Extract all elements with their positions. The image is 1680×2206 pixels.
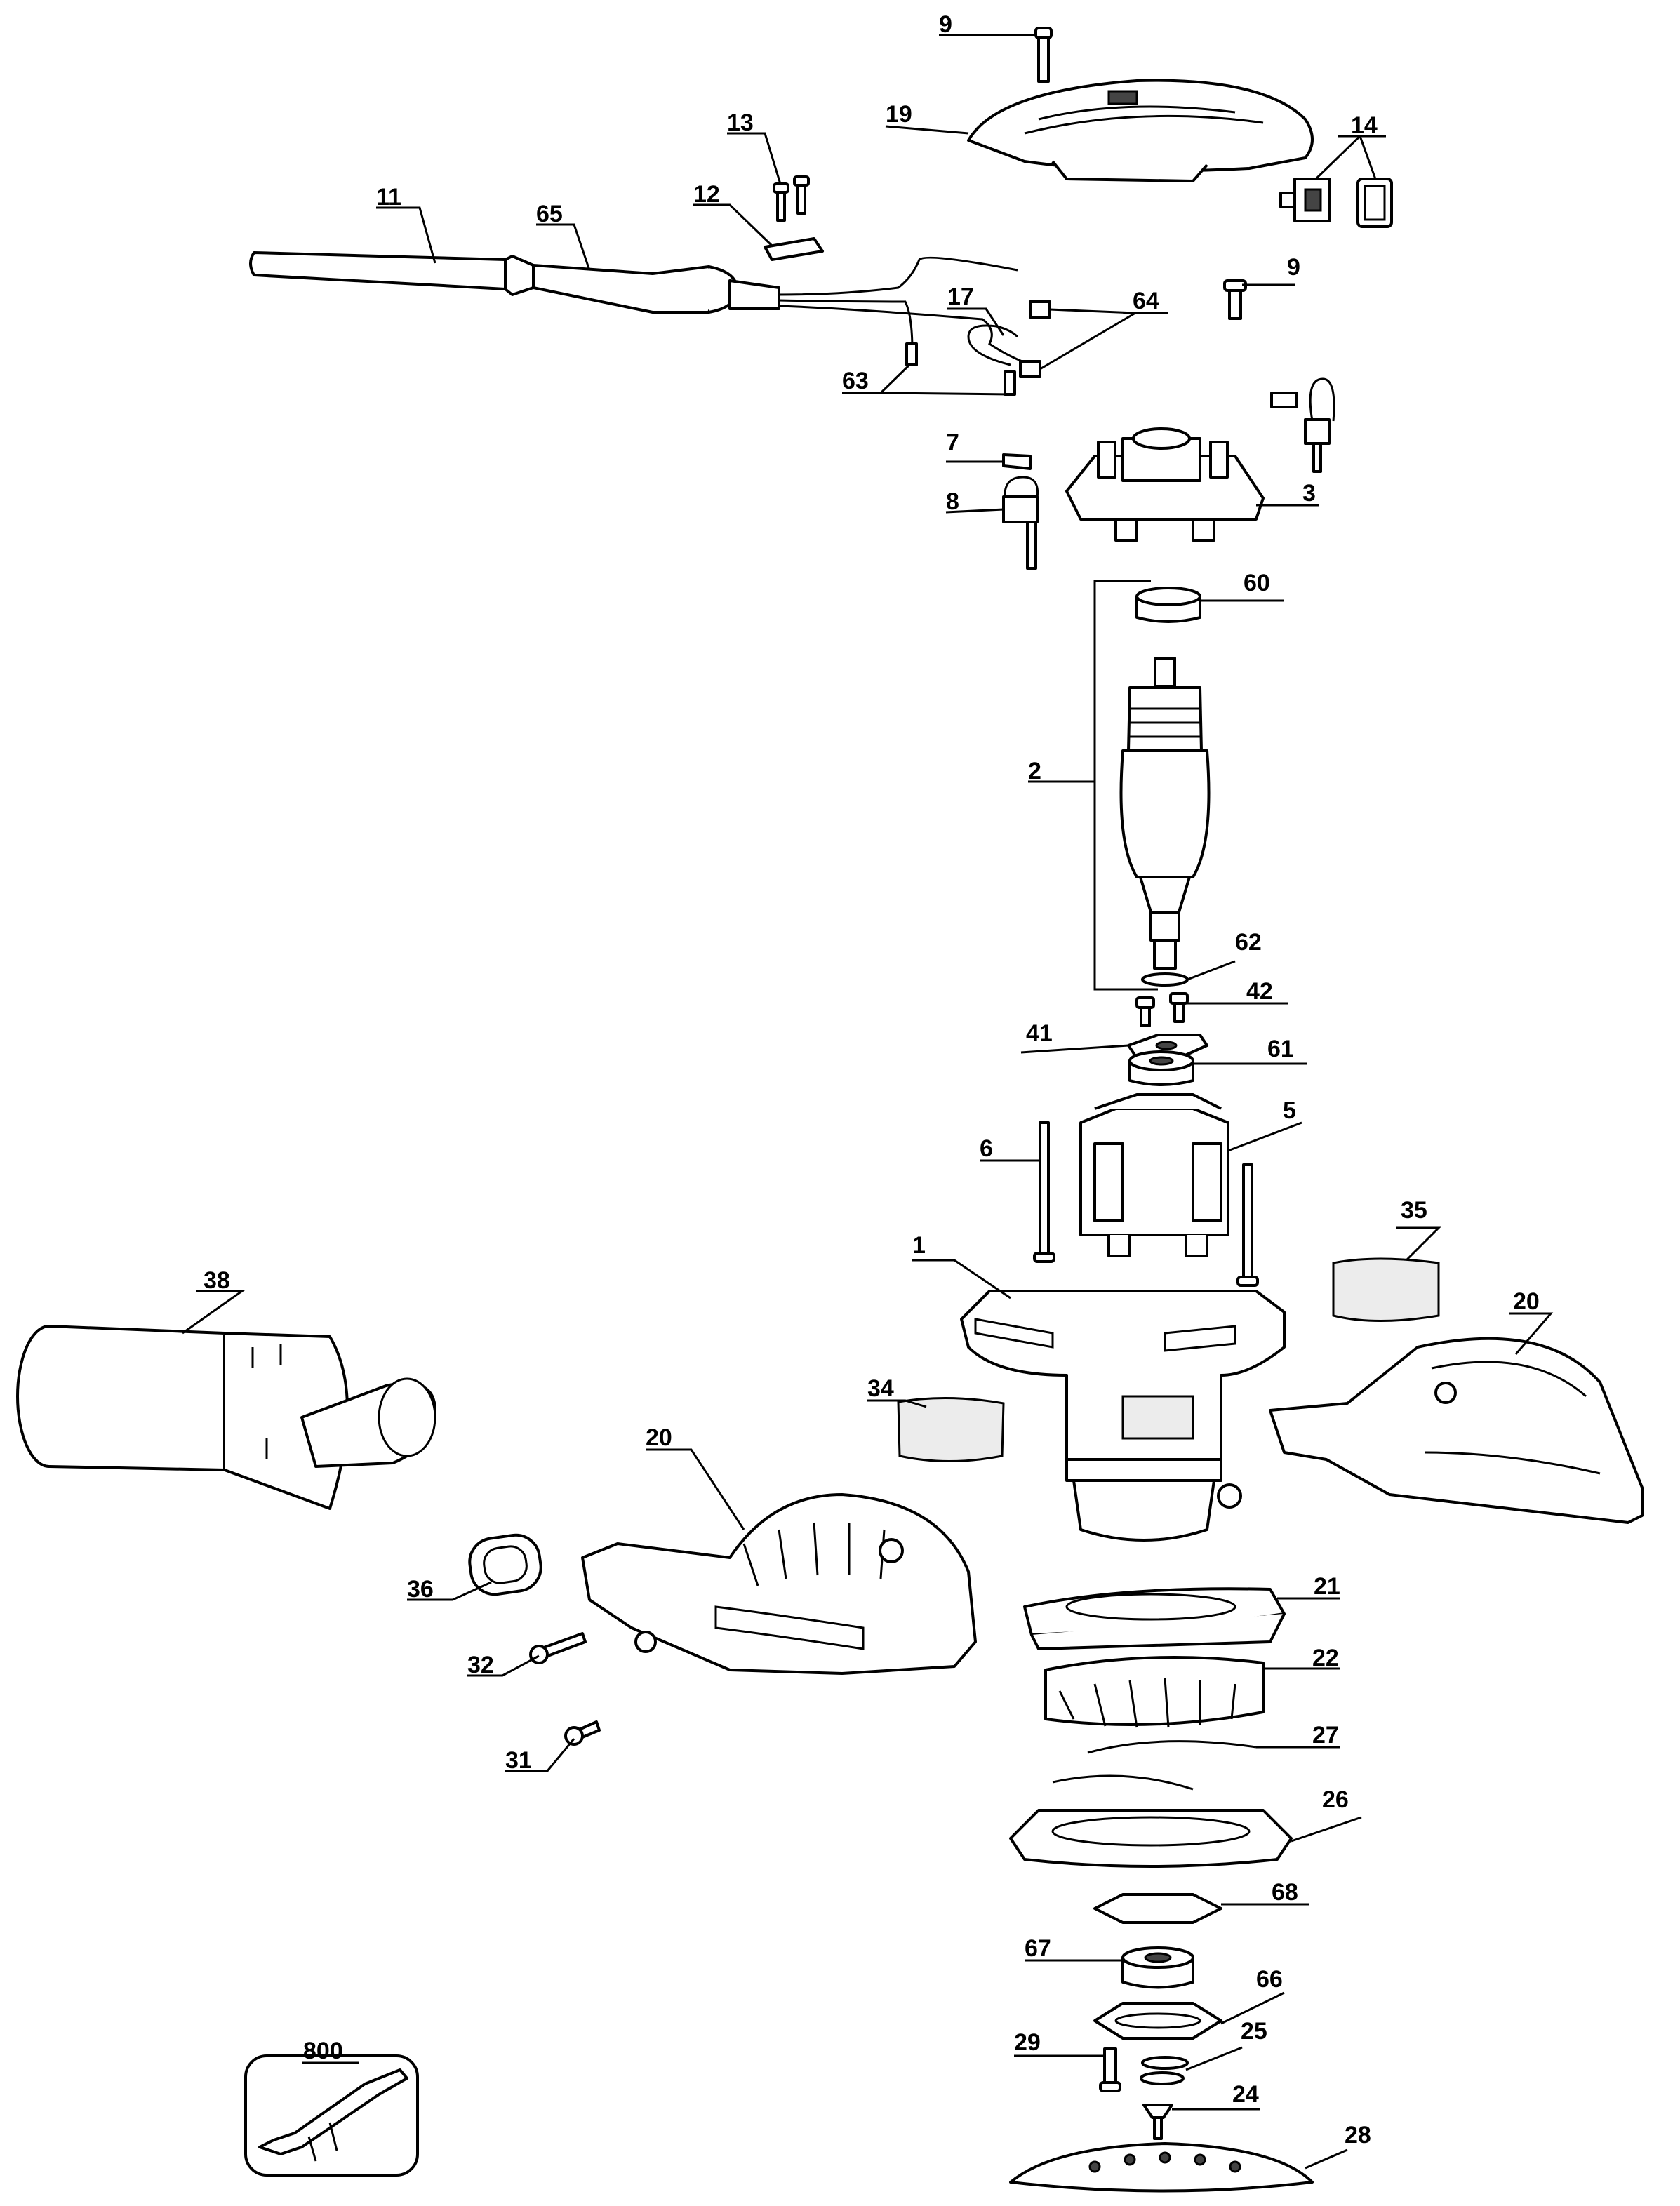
callout-64: 64 [1133, 288, 1159, 314]
callout-22: 22 [1312, 1645, 1339, 1671]
callout-800: 800 [303, 2038, 343, 2064]
part-washer-62 [1141, 972, 1189, 987]
part-shroud-right [1269, 1337, 1644, 1524]
part-washers-25 [1140, 2056, 1189, 2085]
callout-42: 42 [1246, 978, 1273, 1005]
part-bearing-60 [1135, 587, 1201, 623]
part-screw-31 [564, 1720, 601, 1746]
part-bearing-67 [1121, 1946, 1194, 1989]
callout-3: 3 [1302, 480, 1316, 507]
callout-60: 60 [1244, 570, 1270, 596]
part-long-screws [1033, 1121, 1259, 1287]
callout-13: 13 [727, 109, 754, 136]
part-label-34 [897, 1396, 1005, 1462]
part-shroud-left [581, 1493, 977, 1675]
callout-2: 2 [1028, 758, 1041, 784]
callout-9-top: 9 [939, 11, 952, 38]
part-screws-13 [773, 175, 810, 222]
callout-68: 68 [1272, 1879, 1298, 1906]
callout-7: 7 [946, 429, 959, 456]
callout-66: 66 [1256, 1966, 1283, 1993]
part-bearing-61 [1128, 1050, 1194, 1086]
callout-25: 25 [1241, 2018, 1267, 2045]
callout-28: 28 [1345, 2122, 1371, 2148]
part-retainer-68 [1093, 1893, 1222, 1924]
part-retainer-66 [1093, 2002, 1222, 2040]
part-dust-canister [16, 1325, 436, 1510]
callout-labels: 9 19 14 13 12 11 65 9 64 17 63 7 8 3 60 … [204, 11, 1540, 2148]
callout-12: 12 [693, 181, 720, 208]
callout-63: 63 [842, 368, 869, 394]
callout-8: 8 [946, 488, 959, 515]
part-screws-42 [1135, 992, 1189, 1027]
part-field [1079, 1093, 1229, 1257]
callout-1: 1 [912, 1232, 926, 1259]
part-motor-housing [960, 1290, 1286, 1542]
callout-20-left: 20 [646, 1424, 672, 1451]
part-screw-32 [529, 1632, 587, 1664]
callout-20-right: 20 [1513, 1288, 1540, 1315]
callout-19: 19 [886, 101, 912, 128]
callout-38: 38 [204, 1267, 230, 1294]
callout-14: 14 [1351, 112, 1378, 139]
part-switch [1279, 178, 1393, 228]
callout-5: 5 [1283, 1097, 1296, 1124]
callout-36: 36 [407, 1576, 434, 1603]
part-clamp [764, 237, 824, 261]
callout-6: 6 [980, 1135, 993, 1162]
part-screw-24 [1142, 2104, 1173, 2140]
callout-31: 31 [505, 1747, 532, 1774]
callout-9-mid: 9 [1287, 254, 1300, 281]
callout-62: 62 [1235, 929, 1262, 956]
part-brush-ring [1065, 427, 1265, 542]
part-screw-mid [1223, 279, 1247, 320]
callout-34: 34 [867, 1375, 894, 1402]
part-clip [1002, 453, 1032, 470]
part-gasket [468, 1533, 542, 1596]
callout-67: 67 [1025, 1935, 1051, 1962]
callout-21: 21 [1314, 1573, 1340, 1600]
callout-24: 24 [1232, 2081, 1259, 2108]
part-800-inset [244, 2054, 419, 2177]
callout-32: 32 [467, 1652, 494, 1678]
callout-27: 27 [1312, 1722, 1339, 1749]
part-wire-loop [967, 324, 1019, 366]
part-terminals [905, 342, 1016, 396]
part-sanding-pad [1009, 2142, 1314, 2193]
part-cord [249, 251, 1032, 366]
part-base-plate [1009, 1809, 1293, 1868]
callout-61: 61 [1267, 1036, 1294, 1062]
part-brush-holder-left [1002, 476, 1039, 570]
part-armature [1119, 657, 1211, 970]
part-screw-29 [1099, 2047, 1121, 2092]
part-brush-holder-right [1270, 377, 1335, 473]
part-armature-bracket [1093, 580, 1158, 991]
part-ring-21 [1023, 1587, 1286, 1650]
callout-65: 65 [536, 201, 563, 227]
leader-lines [182, 34, 1554, 2170]
part-top-cover [967, 79, 1314, 182]
part-label-35 [1332, 1257, 1440, 1322]
callout-41: 41 [1026, 1020, 1053, 1047]
part-screw-top [1034, 27, 1053, 83]
callout-29: 29 [1014, 2029, 1041, 2056]
callout-26: 26 [1322, 1786, 1349, 1813]
part-spring-wire [1052, 1740, 1257, 1791]
callout-35: 35 [1401, 1197, 1427, 1224]
part-connectors [1019, 300, 1051, 378]
part-fan [1044, 1656, 1265, 1728]
callout-17: 17 [947, 283, 974, 310]
callout-11: 11 [376, 184, 401, 210]
